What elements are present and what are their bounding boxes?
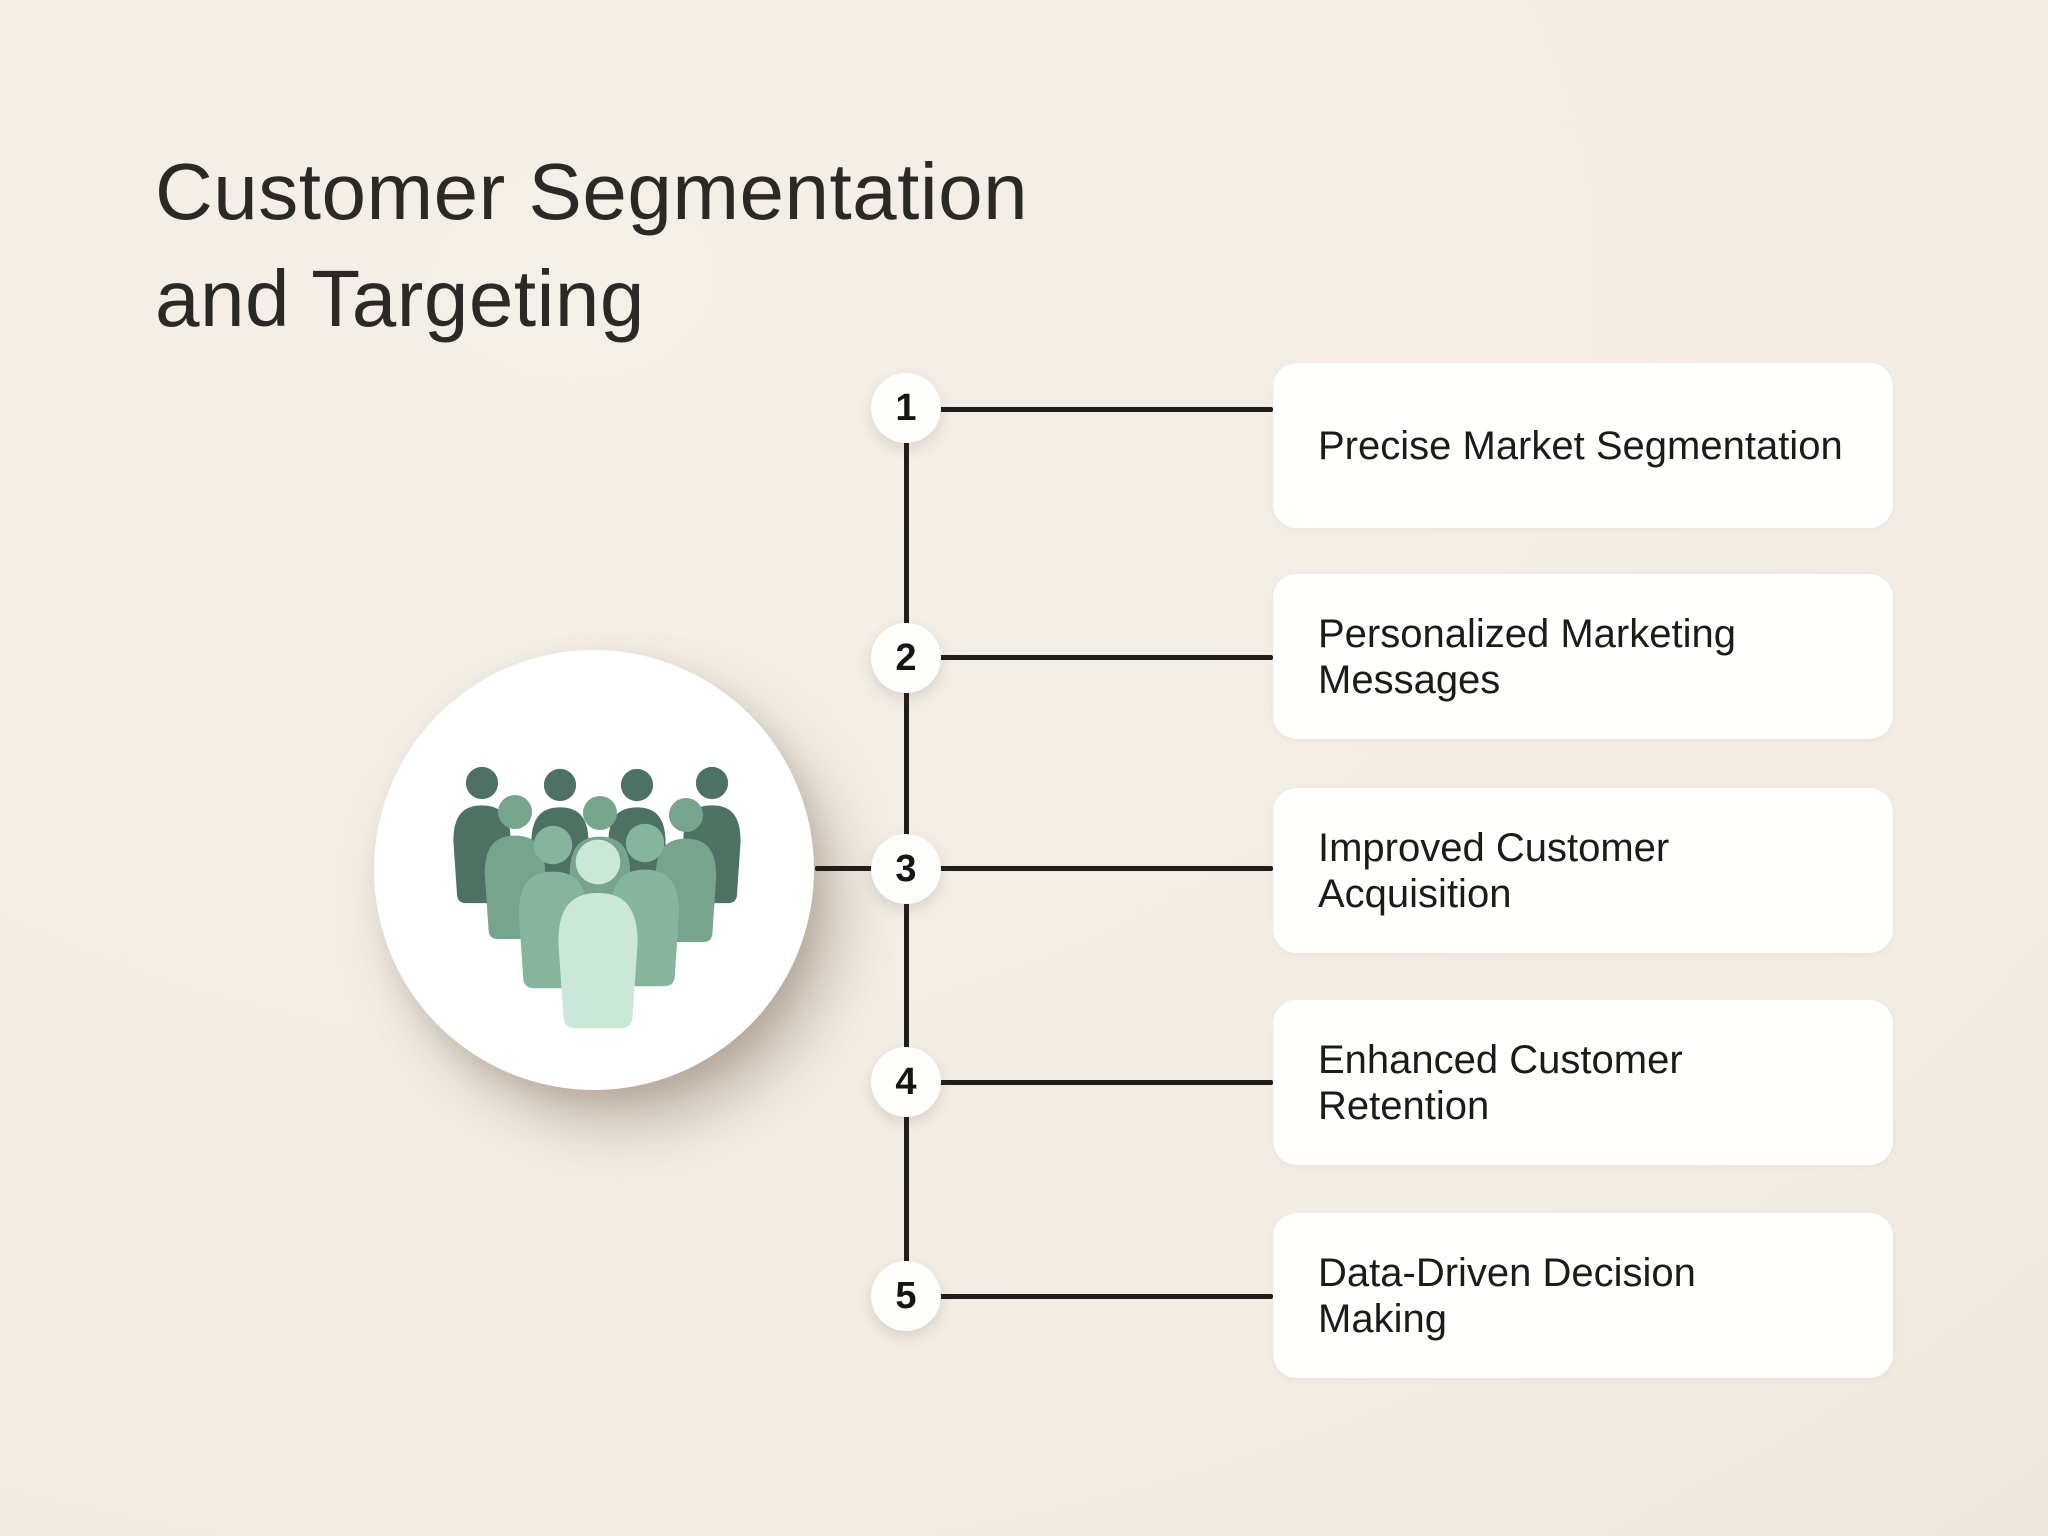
step-badge-1: 1	[871, 373, 941, 443]
step-number: 3	[895, 847, 917, 890]
connector-line-3	[815, 866, 1273, 871]
people-group-icon	[453, 766, 741, 1029]
step-number: 5	[895, 1274, 917, 1317]
benefit-card-5: Data-Driven Decision Making	[1273, 1213, 1893, 1378]
connector-line-4	[906, 1080, 1273, 1085]
step-badge-2: 2	[871, 623, 941, 693]
page-title: Customer Segmentation and Targeting	[155, 138, 1028, 352]
connector-line-1	[906, 407, 1273, 412]
benefit-card-label: Enhanced Customer Retention	[1318, 1037, 1683, 1128]
people-illustration-circle	[374, 650, 814, 1090]
benefit-card-label: Precise Market Segmentation	[1318, 423, 1843, 468]
step-badge-4: 4	[871, 1047, 941, 1117]
step-number: 2	[895, 636, 917, 679]
benefit-card-label: Improved Customer Acquisition	[1318, 825, 1670, 916]
benefit-card-3: Improved Customer Acquisition	[1273, 788, 1893, 953]
page-title-line1: Customer Segmentation	[155, 147, 1029, 236]
connector-line-5	[906, 1294, 1273, 1299]
connector-line-2	[906, 655, 1273, 660]
step-number: 1	[895, 386, 917, 429]
benefit-card-1: Precise Market Segmentation	[1273, 363, 1893, 528]
step-badge-5: 5	[871, 1261, 941, 1331]
benefit-card-label: Personalized Marketing Messages	[1318, 611, 1736, 702]
benefit-card-2: Personalized Marketing Messages	[1273, 574, 1893, 739]
benefit-card-label: Data-Driven Decision Making	[1318, 1250, 1696, 1341]
page-title-line2: and Targeting	[155, 254, 645, 343]
step-badge-3: 3	[871, 834, 941, 904]
step-number: 4	[895, 1060, 917, 1103]
benefit-card-4: Enhanced Customer Retention	[1273, 1000, 1893, 1165]
